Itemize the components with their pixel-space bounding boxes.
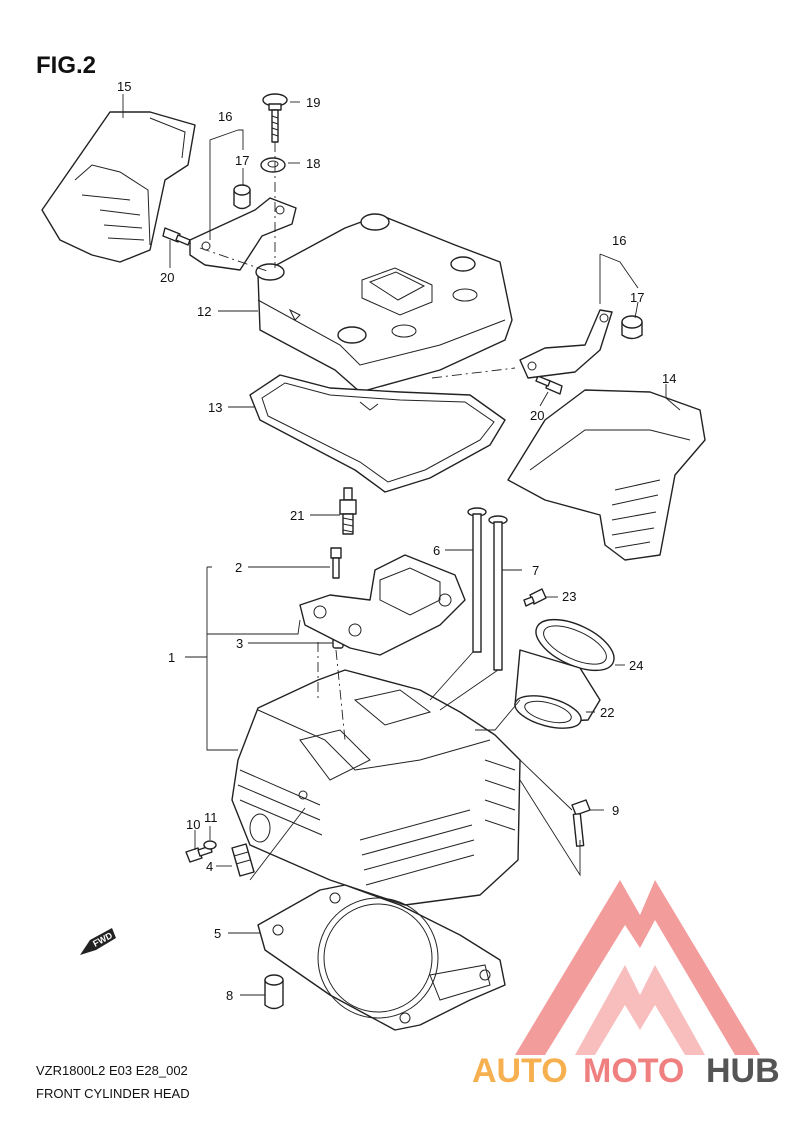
callout-21: 21 — [290, 508, 304, 523]
callout-20-left: 20 — [160, 270, 174, 285]
callout-2: 2 — [235, 560, 242, 575]
callout-22: 22 — [600, 705, 614, 720]
part-13-cover-gasket — [249, 374, 506, 493]
callout-18: 18 — [306, 156, 320, 171]
figure-title: FIG.2 — [36, 52, 96, 79]
callout-16-left: 16 — [218, 109, 232, 124]
callout-19: 19 — [306, 95, 320, 110]
watermark-hub: HUB — [706, 1052, 780, 1090]
callout-24: 24 — [629, 658, 643, 673]
part-8-dowel-pin — [264, 974, 284, 1010]
callout-9: 9 — [612, 803, 619, 818]
part-cam-holder — [299, 554, 466, 656]
callout-17-left: 17 — [235, 153, 249, 168]
callouts: 15 16 17 19 18 20 12 13 16 17 14 20 21 2… — [117, 79, 676, 1003]
callout-15: 15 — [117, 79, 131, 94]
part-16-bracket-left — [189, 197, 297, 271]
callout-7: 7 — [532, 563, 539, 578]
callout-10: 10 — [186, 817, 200, 832]
model-code: VZR1800L2 E03 E28_002 — [36, 1063, 188, 1078]
part-19-bolt — [262, 93, 288, 143]
callout-17-right: 17 — [630, 290, 644, 305]
part-15-left-cover — [41, 111, 196, 263]
callout-14: 14 — [662, 371, 676, 386]
callout-16-right: 16 — [612, 233, 626, 248]
part-9-bolt — [571, 799, 591, 847]
part-17-grommet-right — [621, 315, 643, 340]
part-21-spark-plug — [339, 487, 357, 535]
part-12-head-cover — [255, 213, 513, 393]
part-4-fitting — [231, 843, 255, 877]
watermark-auto: AUTO — [472, 1052, 568, 1090]
part-18-washer — [260, 157, 286, 173]
watermark-logo-icon — [515, 880, 760, 1055]
callout-6: 6 — [433, 543, 440, 558]
alignment-lines — [199, 142, 516, 741]
part-1-cylinder-head — [231, 669, 521, 906]
part-20-bolt-right — [535, 375, 563, 395]
fwd-arrow-icon: FWD — [80, 928, 116, 955]
part-5-head-gasket — [257, 884, 506, 1031]
part-14-right-cover — [507, 389, 706, 561]
callout-12: 12 — [197, 304, 211, 319]
callout-23: 23 — [562, 589, 576, 604]
part-16-bracket-right — [519, 309, 613, 379]
callout-1: 1 — [168, 650, 175, 665]
callout-20-right: 20 — [530, 408, 544, 423]
part-24-clamp — [535, 618, 615, 672]
part-20-bolt-left — [162, 227, 191, 246]
part-22-intake-pipe — [514, 649, 601, 729]
part-2-bolt — [330, 547, 342, 579]
part-6-stud-bolt — [467, 507, 487, 653]
leader-lines — [122, 94, 681, 996]
callout-8: 8 — [226, 988, 233, 1003]
callout-4: 4 — [206, 859, 213, 874]
callout-5: 5 — [214, 926, 221, 941]
part-17-grommet-left — [233, 184, 251, 210]
figure-caption: FRONT CYLINDER HEAD — [36, 1086, 190, 1101]
callout-3: 3 — [236, 636, 243, 651]
watermark-moto: MOTO — [583, 1052, 684, 1090]
part-11-washer — [203, 840, 217, 850]
callout-11: 11 — [204, 810, 218, 825]
callout-13: 13 — [208, 400, 222, 415]
part-23-bolt — [523, 588, 547, 607]
part-7-stud-bolt — [488, 515, 508, 671]
